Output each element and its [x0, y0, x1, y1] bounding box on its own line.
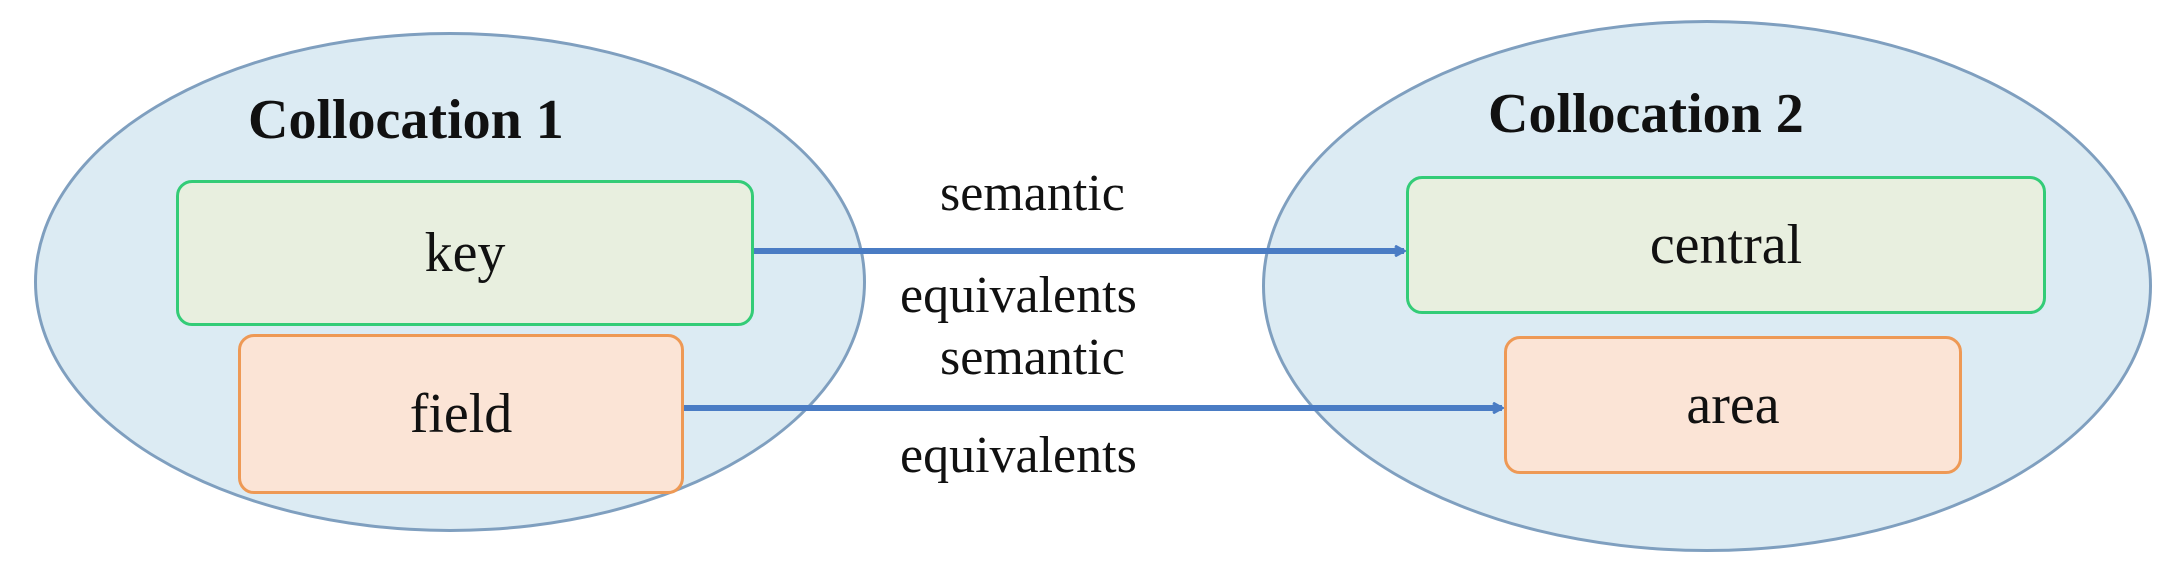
word-box-field: field — [238, 334, 684, 494]
relation-2-label-line2: equivalents — [900, 427, 1137, 484]
word-box-area: area — [1504, 336, 1962, 474]
relation-1-label-line1: semantic — [940, 165, 1125, 222]
word-box-key: key — [176, 180, 754, 326]
word-label-area: area — [1686, 374, 1780, 436]
word-label-field: field — [409, 383, 513, 445]
word-label-central: central — [1649, 214, 1803, 276]
relation-1-label-line2: equivalents — [900, 267, 1137, 324]
word-box-central: central — [1406, 176, 2046, 314]
collocation-2-title: Collocation 2 — [1488, 83, 1804, 145]
word-label-key: key — [424, 222, 506, 284]
relation-2-label-line1: semantic — [940, 329, 1125, 386]
collocation-1-title: Collocation 1 — [248, 89, 564, 151]
